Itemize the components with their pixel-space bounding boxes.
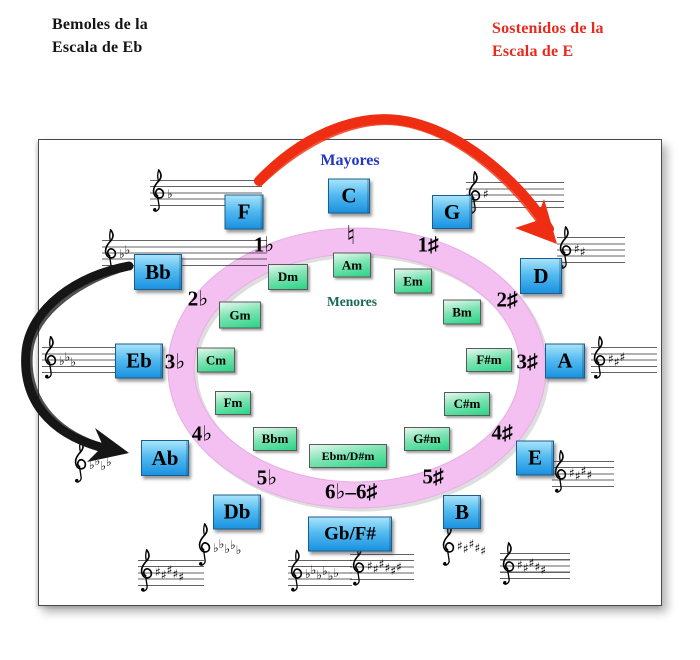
title-flats-line2: Escala de Eb (52, 39, 143, 56)
title-sharps-of-e: Sostenidos de la Escala de E (492, 17, 604, 63)
title-sharps-line2: Escala de E (492, 43, 574, 60)
minors-label: Menores (327, 294, 377, 309)
title-flats-of-eb: Bemoles de la Escala de Eb (52, 13, 148, 59)
ring-band (167, 227, 547, 509)
red-arrow-head (515, 199, 557, 244)
black-arrow-head (87, 428, 129, 462)
red-arrow (254, 114, 557, 244)
black-arrow (21, 261, 134, 462)
title-sharps-line1: Sostenidos de la (492, 20, 604, 37)
majors-label: Mayores (320, 152, 380, 169)
title-flats-line1: Bemoles de la (52, 16, 148, 33)
